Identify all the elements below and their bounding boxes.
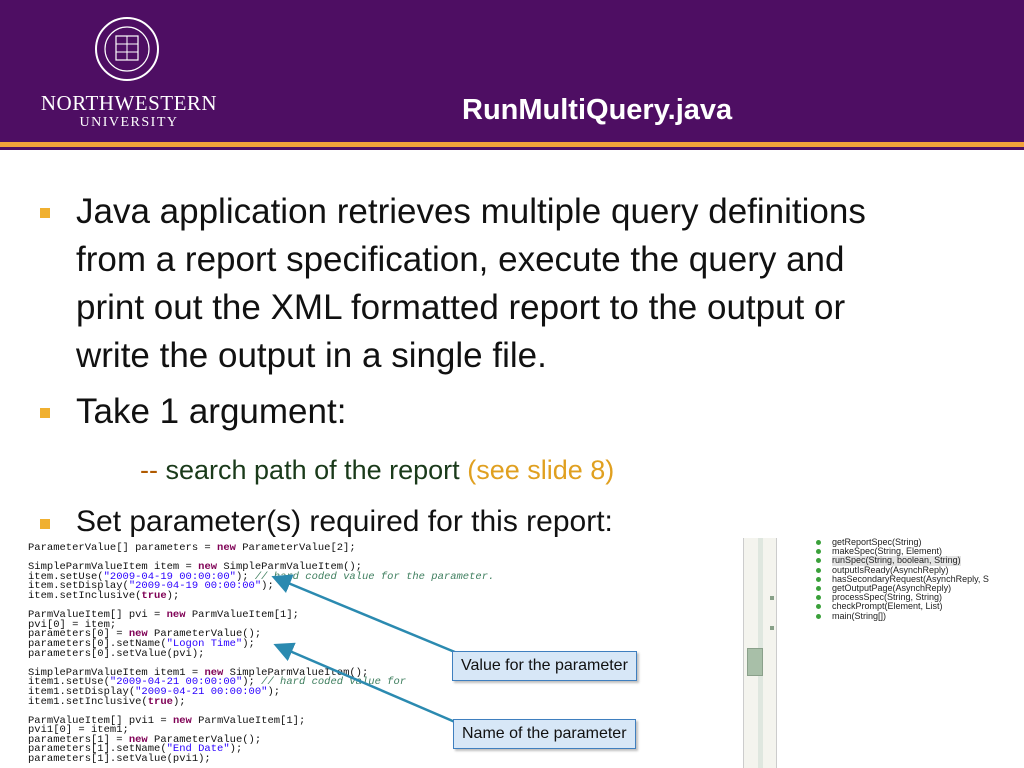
bullet-line: Set parameter(s) required for this repor… xyxy=(76,505,613,538)
method-icon xyxy=(816,613,821,619)
method-icon xyxy=(816,586,821,592)
bullet-line: print out the XML formatted report to th… xyxy=(76,288,846,327)
method-icon xyxy=(816,567,821,573)
sub-bullet-reference: (see slide 8) xyxy=(467,455,615,485)
scrollbar-marker xyxy=(770,626,774,630)
outline-item[interactable]: main(String[]) xyxy=(800,611,1024,621)
bullet-parameters: Set parameter(s) required for this repor… xyxy=(40,502,1024,542)
bullet-square-icon xyxy=(40,208,50,218)
scrollbar-thumb[interactable] xyxy=(747,648,763,676)
outline-item[interactable]: processSpec(String, String) xyxy=(800,593,1024,602)
callout-value-for-parameter: Value for the parameter xyxy=(452,651,637,681)
code-screenshot: ParameterValue[] parameters = new Parame… xyxy=(28,542,495,766)
scrollbar-marker xyxy=(770,596,774,600)
slide-title: RunMultiQuery.java xyxy=(462,94,733,126)
arrow-to-name xyxy=(273,642,463,727)
method-icon xyxy=(816,549,821,555)
sub-bullet-dash: -- xyxy=(140,455,158,485)
university-seal-icon xyxy=(95,17,159,81)
method-icon xyxy=(816,576,821,582)
sub-bullet-search-path: -- search path of the report (see slide … xyxy=(140,452,614,488)
header-band xyxy=(0,0,1024,142)
outline-item[interactable]: makeSpec(String, Element) xyxy=(800,547,1024,556)
outline-item[interactable]: checkPrompt(Element, List) xyxy=(800,602,1024,611)
method-icon xyxy=(816,595,821,601)
university-wordmark: NORTHWESTERN UNIVERSITY xyxy=(34,92,224,132)
editor-scrollbar[interactable] xyxy=(743,538,777,768)
bullet-line: from a report specification, execute the… xyxy=(76,240,845,279)
sub-bullet-text: search path of the report xyxy=(165,455,460,485)
outline-item[interactable]: outputIsReady(AsynchReply) xyxy=(800,565,1024,575)
outline-item[interactable]: hasSecondaryRequest(AsynchReply, S xyxy=(800,574,1024,584)
bullet-argument: Take 1 argument: xyxy=(40,388,1024,436)
bullet-line: write the output in a single file. xyxy=(76,336,547,375)
header-stripe xyxy=(0,142,1024,147)
method-icon xyxy=(816,558,821,564)
method-outline-panel: getReportSpec(String) makeSpec(String, E… xyxy=(800,537,1024,621)
outline-item[interactable]: runSpec(String, boolean, String) xyxy=(800,556,1024,566)
bullet-line: Java application retrieves multiple quer… xyxy=(76,192,866,231)
outline-item[interactable]: getReportSpec(String) xyxy=(800,537,1024,547)
arrow-to-value xyxy=(271,574,463,657)
bullet-description: Java application retrieves multiple quer… xyxy=(40,188,1024,380)
bullet-square-icon xyxy=(40,408,50,418)
method-icon xyxy=(816,604,821,610)
wordmark-line2: UNIVERSITY xyxy=(79,115,179,130)
method-icon xyxy=(816,540,821,545)
bullet-line: Take 1 argument: xyxy=(76,392,347,431)
bullet-square-icon xyxy=(40,519,50,529)
header-stripe-dark xyxy=(0,147,1024,150)
outline-item[interactable]: getOutputPage(AsynchReply) xyxy=(800,583,1024,593)
wordmark-line1: NORTHWESTERN xyxy=(40,91,218,115)
callout-name-of-parameter: Name of the parameter xyxy=(453,719,636,749)
